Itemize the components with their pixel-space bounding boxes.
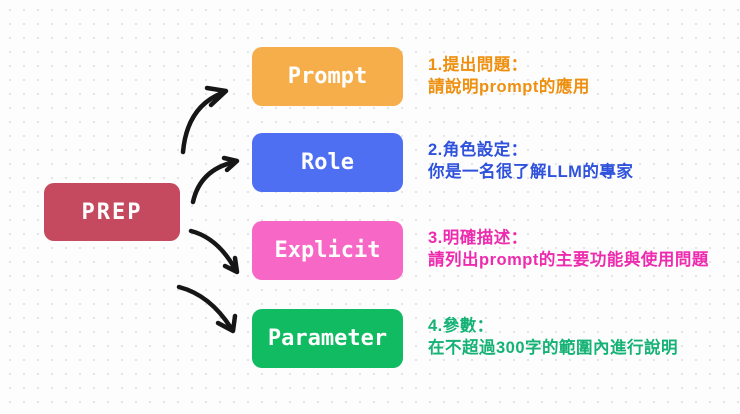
arrow-prep-to-parameter-icon: [176, 284, 238, 334]
node-prompt-label: Prompt: [287, 64, 368, 89]
node-parameter: Parameter: [252, 309, 403, 368]
node-explicit: Explicit: [252, 221, 403, 280]
desc-prompt-line2: 請說明prompt的應用: [428, 78, 590, 96]
desc-role-line1: 2.角色設定：: [428, 141, 528, 159]
desc-parameter-line2: 在不超過300字的範圍內進行說明: [428, 339, 679, 357]
arrow-prep-to-role-icon: [190, 155, 240, 205]
desc-explicit-line1: 3.明確描述：: [428, 229, 528, 247]
node-role-label: Role: [301, 150, 354, 175]
arrow-prep-to-explicit-icon: [188, 228, 240, 275]
prep-root-label: PREP: [81, 199, 143, 225]
node-explicit-label: Explicit: [274, 238, 381, 263]
prep-root-node: PREP: [44, 183, 180, 241]
node-prompt: Prompt: [252, 47, 403, 106]
desc-explicit-line2: 請列出prompt的主要功能與使用問題: [428, 251, 709, 269]
arrow-prep-to-prompt-icon: [180, 85, 229, 155]
desc-role-line2: 你是一名很了解LLM的專家: [428, 163, 634, 181]
desc-parameter: 4.參數： 在不超過300字的範圍內進行說明: [428, 315, 678, 359]
desc-prompt-line1: 1.提出問題：: [428, 56, 528, 74]
desc-parameter-line1: 4.參數：: [428, 317, 494, 335]
node-role: Role: [252, 133, 403, 192]
desc-explicit: 3.明確描述： 請列出prompt的主要功能與使用問題: [428, 227, 709, 271]
desc-role: 2.角色設定： 你是一名很了解LLM的專家: [428, 139, 633, 183]
node-parameter-label: Parameter: [267, 326, 388, 351]
desc-prompt: 1.提出問題： 請說明prompt的應用: [428, 54, 590, 98]
